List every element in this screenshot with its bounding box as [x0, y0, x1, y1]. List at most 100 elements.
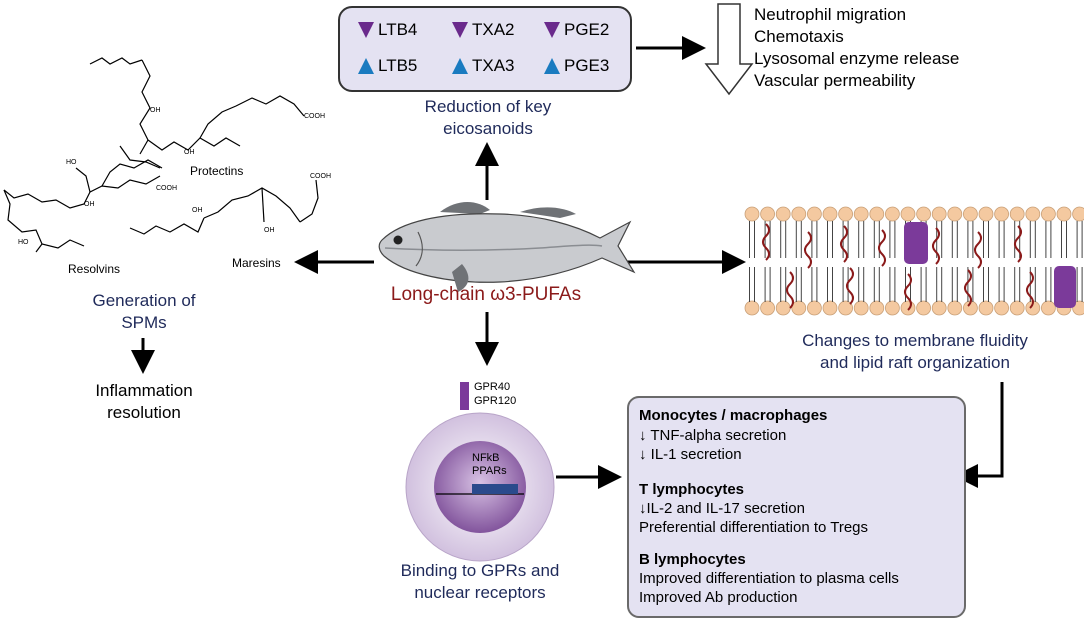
lipid-head	[900, 206, 916, 222]
lipid-head	[1009, 300, 1025, 316]
resolvins-label: Resolvins	[68, 262, 121, 276]
maresins-molecule	[129, 179, 319, 235]
maresins-oh-2: OH	[264, 227, 275, 234]
monocytes-title: Monocytes / macrophages	[639, 407, 828, 424]
lipid-head	[807, 206, 822, 222]
protectins-oh-2: OH	[184, 149, 195, 156]
resolution-label: Inflammation resolution	[95, 381, 193, 422]
lipid-head	[1072, 206, 1084, 222]
lipid-head	[978, 300, 994, 316]
unsaturated-tail	[804, 231, 812, 269]
cell-effects-box: Monocytes / macrophages ↓ TNF-alpha secr…	[627, 396, 966, 618]
b-lymphocytes-title: B lymphocytes	[639, 551, 746, 568]
lipid-head	[885, 300, 900, 316]
lipid-head	[807, 300, 822, 316]
lipid-head	[978, 206, 994, 222]
lipid-head	[853, 300, 869, 316]
eico-pge3: PGE3	[544, 56, 609, 76]
lipid-head	[760, 300, 775, 316]
lipid-head	[775, 206, 791, 222]
lipid-head	[963, 206, 978, 222]
lipid-head	[900, 300, 916, 316]
resolvins-oh: OH	[84, 201, 95, 208]
lipid-head	[775, 300, 791, 316]
lipid-head	[1041, 206, 1056, 222]
unsaturated-tail	[762, 223, 770, 261]
eico-pge2: PGE2	[544, 20, 609, 40]
lipid-head	[1009, 206, 1025, 222]
unsaturated-tail	[786, 271, 794, 309]
spm-label: Generation of SPMs	[92, 291, 196, 332]
protectins-oh-1: OH	[150, 107, 161, 114]
t-lymphocytes-title: T lymphocytes	[639, 481, 745, 498]
blue-up-arrow-icon	[358, 58, 374, 74]
fish-illustration	[378, 202, 636, 292]
lipid-head	[791, 206, 807, 222]
t-lymphocytes-item: ↓IL-2 and IL-17 secretion	[639, 500, 805, 517]
lipid-head	[838, 300, 853, 316]
lipid-head	[1056, 206, 1072, 222]
maresins-oh-1: OH	[192, 207, 203, 214]
unsaturated-tail	[840, 225, 848, 263]
unsaturated-tail	[1026, 271, 1034, 309]
big-down-arrow	[704, 3, 754, 96]
gpr-labels: GPR40 GPR120	[474, 381, 517, 407]
resolvins-molecule	[3, 159, 163, 253]
immune-cell	[405, 382, 555, 562]
unsaturated-tail	[964, 269, 972, 307]
lipid-head	[916, 206, 931, 222]
lipid-raft-top	[904, 222, 928, 264]
b-lymphocytes-item: Improved Ab production	[639, 589, 798, 606]
membrane-label: Changes to membrane fluidity and lipid r…	[802, 331, 1028, 372]
protectins-molecule	[89, 57, 305, 169]
lipid-head	[1041, 300, 1056, 316]
unsaturated-tail	[904, 273, 912, 311]
blue-up-arrow-icon	[452, 58, 468, 74]
effects-list: Neutrophil migration Chemotaxis Lysosoma…	[754, 5, 960, 90]
lipid-head	[885, 206, 900, 222]
lipid-head	[994, 300, 1009, 316]
unsaturated-tail	[846, 267, 854, 305]
lipid-head	[869, 206, 885, 222]
binding-label: Binding to GPRs and nuclear receptors	[400, 561, 560, 602]
lipid-head	[791, 300, 807, 316]
nuclear-labels: NFkB PPARs	[472, 452, 507, 477]
lipid-head	[822, 206, 838, 222]
resolvins-ho-2: HO	[18, 239, 29, 246]
unsaturated-tail	[932, 227, 940, 265]
lipid-head	[931, 300, 947, 316]
unsaturated-tail	[974, 231, 982, 269]
lipid-head	[853, 206, 869, 222]
gpr-receptor	[460, 382, 469, 410]
lipid-bilayer	[744, 206, 1084, 316]
eico-txa3: TXA3	[452, 56, 515, 76]
monocytes-item: ↓ TNF-alpha secretion	[639, 427, 787, 444]
reduction-label: Reduction of key eicosanoids	[424, 97, 552, 138]
blue-up-arrow-icon	[544, 58, 560, 74]
eicosanoid-box: LTB4 TXA2 PGE2 LTB5 TXA3 PGE3	[338, 6, 632, 92]
eico-ltb5: LTB5	[358, 56, 417, 76]
lipid-raft-bottom	[1054, 266, 1076, 308]
purple-down-arrow-icon	[358, 22, 374, 38]
resolvins-ho-1: HO	[66, 159, 77, 166]
protectins-label: Protectins	[190, 164, 244, 178]
protectins-cooh: COOH	[304, 113, 325, 120]
b-lymphocytes-item: Improved differentiation to plasma cells	[639, 570, 899, 587]
unsaturated-tail	[1014, 225, 1022, 263]
t-lymphocytes-item: Preferential differentiation to Tregs	[639, 519, 869, 536]
lipid-head	[822, 300, 838, 316]
center-label: Long-chain ω3-PUFAs	[390, 284, 582, 305]
lipid-head	[931, 206, 947, 222]
monocytes-item: ↓ IL-1 secretion	[639, 446, 742, 463]
resolvins-cooh: COOH	[156, 185, 177, 192]
nuclear-receptor-dna	[472, 484, 518, 494]
lipid-head	[869, 300, 885, 316]
eico-ltb4: LTB4	[358, 20, 417, 40]
maresins-cooh: COOH	[310, 173, 331, 180]
lipid-head	[947, 300, 963, 316]
unsaturated-tail	[878, 229, 886, 267]
maresins-label: Maresins	[232, 256, 281, 270]
lipid-head	[838, 206, 853, 222]
lipid-head	[744, 206, 760, 222]
